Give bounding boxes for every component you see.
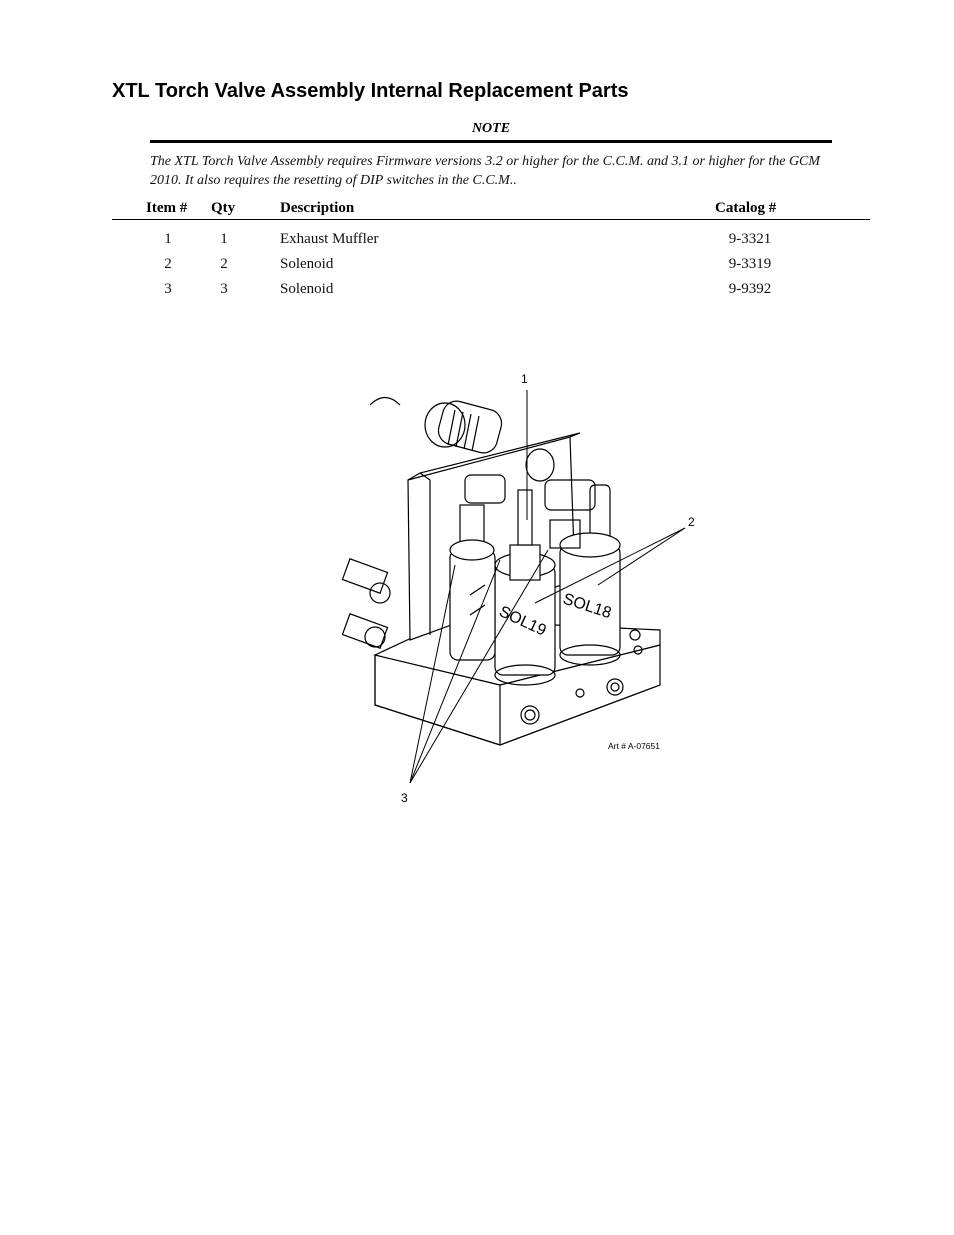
header-catalog: Catalog # <box>715 200 777 216</box>
row-1-catalog: 9-3321 <box>728 231 772 247</box>
row-2-qty: 2 <box>220 256 228 272</box>
row-1-description: Exhaust Muffler <box>280 231 379 247</box>
row-1-qty: 1 <box>220 231 228 247</box>
table-header-divider <box>112 219 870 220</box>
callout-3: 3 <box>401 791 408 805</box>
note-text: The XTL Torch Valve Assembly requires Fi… <box>150 154 821 188</box>
valve-assembly-illustration: SOL18 SOL19 1 2 3 Art # A-07651 <box>330 365 710 815</box>
solenoid-left <box>449 539 496 661</box>
header-description: Description <box>280 200 355 216</box>
left-fittings <box>341 558 391 649</box>
row-1-item: 1 <box>164 231 172 247</box>
header-qty: Qty <box>211 200 236 216</box>
art-number: Art # A-07651 <box>608 741 660 751</box>
note-heading: NOTE <box>471 121 511 136</box>
row-3-catalog: 9-9392 <box>728 281 772 297</box>
exhaust-muffler <box>369 396 503 454</box>
callout-1: 1 <box>521 372 528 386</box>
row-2-catalog: 9-3319 <box>728 256 772 272</box>
row-3-item: 3 <box>164 281 172 297</box>
row-3-qty: 3 <box>220 281 228 297</box>
note-divider <box>150 140 832 143</box>
solenoid-sol18 <box>549 519 621 666</box>
callout-2: 2 <box>688 515 695 529</box>
page-title: XTL Torch Valve Assembly Internal Replac… <box>112 80 629 102</box>
header-item: Item # <box>146 200 188 216</box>
row-2-item: 2 <box>164 256 172 272</box>
row-2-description: Solenoid <box>280 256 334 272</box>
row-3-description: Solenoid <box>280 281 334 297</box>
leader-lines <box>409 390 686 784</box>
solenoid-sol19 <box>494 489 556 686</box>
